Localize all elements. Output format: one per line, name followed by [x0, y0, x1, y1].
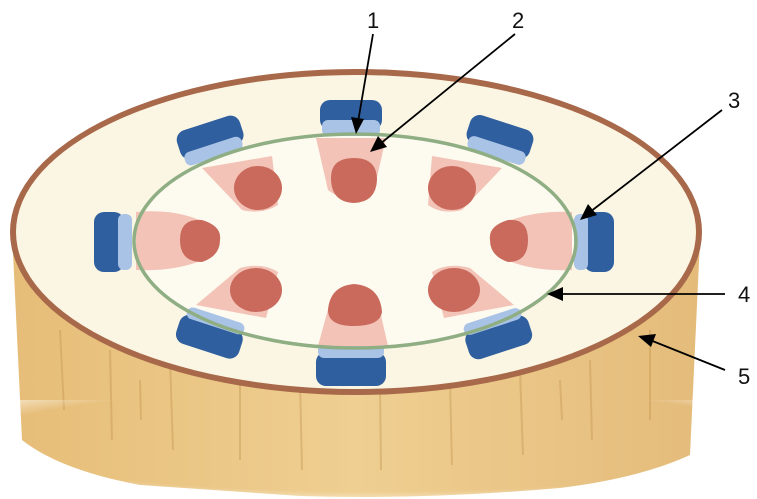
callout-label-1: 1	[367, 8, 379, 33]
callout-label-3: 3	[728, 88, 740, 113]
callout-label-4: 4	[738, 282, 750, 307]
callout-label-5: 5	[738, 364, 750, 389]
callout-label-2: 2	[512, 8, 524, 33]
